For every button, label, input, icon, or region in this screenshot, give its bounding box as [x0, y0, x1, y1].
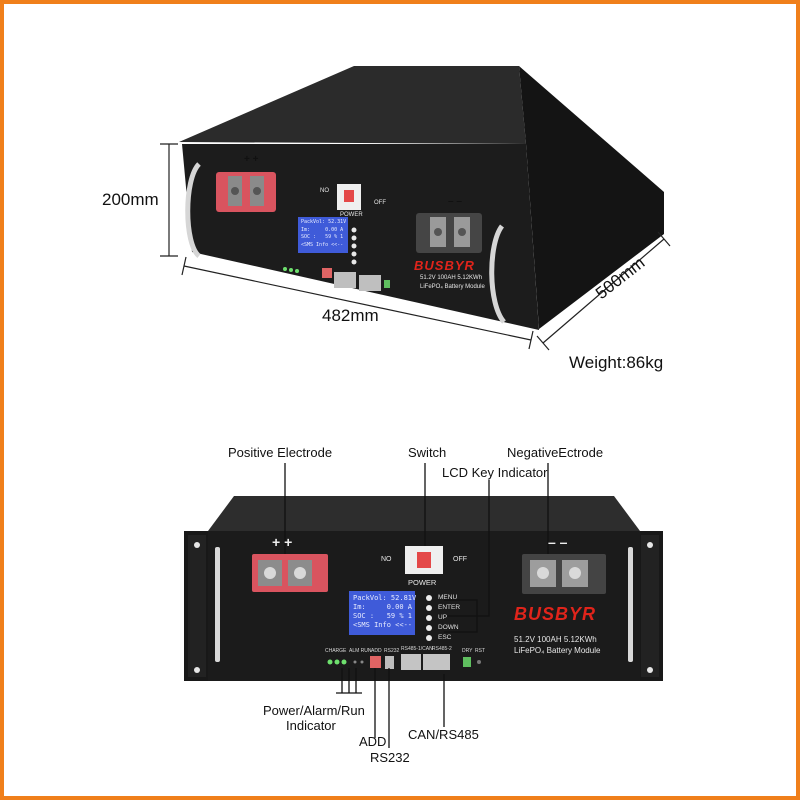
add-dip-switch	[370, 656, 381, 668]
lcd-display-top: PackVol: 52.31V Im: 0.00 A SOC : 59 % 1 …	[298, 217, 348, 253]
callout-indicator: Indicator	[286, 718, 336, 733]
dry-contact	[463, 657, 471, 667]
positive-terminal-top	[216, 172, 276, 212]
port-label-dry: DRY	[462, 648, 473, 654]
negative-terminal-top	[416, 213, 482, 253]
chassis-top	[179, 66, 526, 144]
positive-sign-top: + +	[244, 154, 259, 165]
model-line1-top: 51.2V 100AH 5.12KWh	[420, 275, 483, 281]
callout-lcd-key-indicator: LCD Key Indicator	[442, 465, 548, 480]
power-label-top: POWER	[340, 212, 363, 218]
port-label-rs485-2: RS485-2	[432, 646, 452, 652]
port-label-rs485-can: RS485-1/CAN	[401, 646, 433, 652]
battery-illustration	[160, 66, 671, 748]
power-label: POWER	[408, 578, 437, 587]
down-key	[426, 625, 432, 631]
port-label-alm-run: ALM RUN	[349, 648, 372, 654]
switch-on-label: NO	[381, 556, 392, 563]
left-handle-front	[215, 547, 220, 662]
reset-button	[477, 660, 481, 664]
port-label-charge: CHARGE	[325, 648, 347, 654]
key-label-down: DOWN	[438, 624, 459, 631]
chassis-side	[519, 66, 664, 329]
model-line2-top: LiFePO₄ Battery Module	[420, 284, 485, 290]
chassis-bevel	[208, 496, 640, 531]
port-label-rst: RST	[475, 648, 485, 654]
key-label-up: UP	[438, 614, 448, 621]
callout-power-alarm-run: Power/Alarm/Run	[263, 703, 365, 718]
model-line1: 51.2V 100AH 5.12KWh	[514, 635, 597, 644]
callout-can-rs485: CAN/RS485	[408, 727, 479, 742]
rs485-can-port	[401, 654, 421, 670]
callout-switch: Switch	[408, 445, 447, 460]
left-handle	[185, 162, 201, 258]
key-label-enter: ENTER	[438, 604, 461, 611]
callout-rs232: RS232	[370, 750, 410, 765]
rs232-port	[385, 656, 394, 669]
weight-label: Weight:86kg	[569, 353, 664, 372]
dimension-lines	[160, 143, 671, 351]
key-label-menu: MENU	[438, 594, 458, 601]
lcd-display: PackVol: 52.81V Im: 0.00 A SOC : 59 % 1 …	[349, 591, 416, 635]
port-label-rs232: RS232	[384, 648, 400, 654]
port-label-add: ADD	[371, 648, 382, 654]
callout-lines	[284, 463, 549, 748]
brand-logo: BUSBYR	[514, 604, 597, 624]
up-key	[426, 615, 432, 621]
negative-sign-top: – –	[448, 196, 462, 207]
brand-logo-top: BUSBYR	[414, 258, 475, 273]
height-dimension: 200mm	[102, 190, 159, 209]
switch-off-label-top: OFF	[374, 200, 386, 206]
menu-key	[426, 595, 432, 601]
enter-key	[426, 605, 432, 611]
chassis-front	[182, 144, 539, 330]
callout-add: ADD	[359, 734, 387, 749]
callout-positive-electrode: Positive Electrode	[228, 445, 333, 460]
key-label-esc: ESC	[438, 634, 452, 641]
esc-key	[426, 635, 432, 641]
right-handle-front	[628, 547, 633, 662]
model-line2: LiFePO₄ Battery Module	[514, 646, 601, 655]
right-handle	[489, 224, 507, 324]
width-dimension: 482mm	[322, 306, 379, 325]
callout-negative-electrode: NegativeEctrode	[507, 445, 604, 460]
switch-on-label-top: NO	[320, 188, 329, 194]
positive-sign: + +	[272, 534, 293, 550]
negative-sign: – –	[548, 534, 568, 550]
switch-off-label: OFF	[453, 556, 467, 563]
